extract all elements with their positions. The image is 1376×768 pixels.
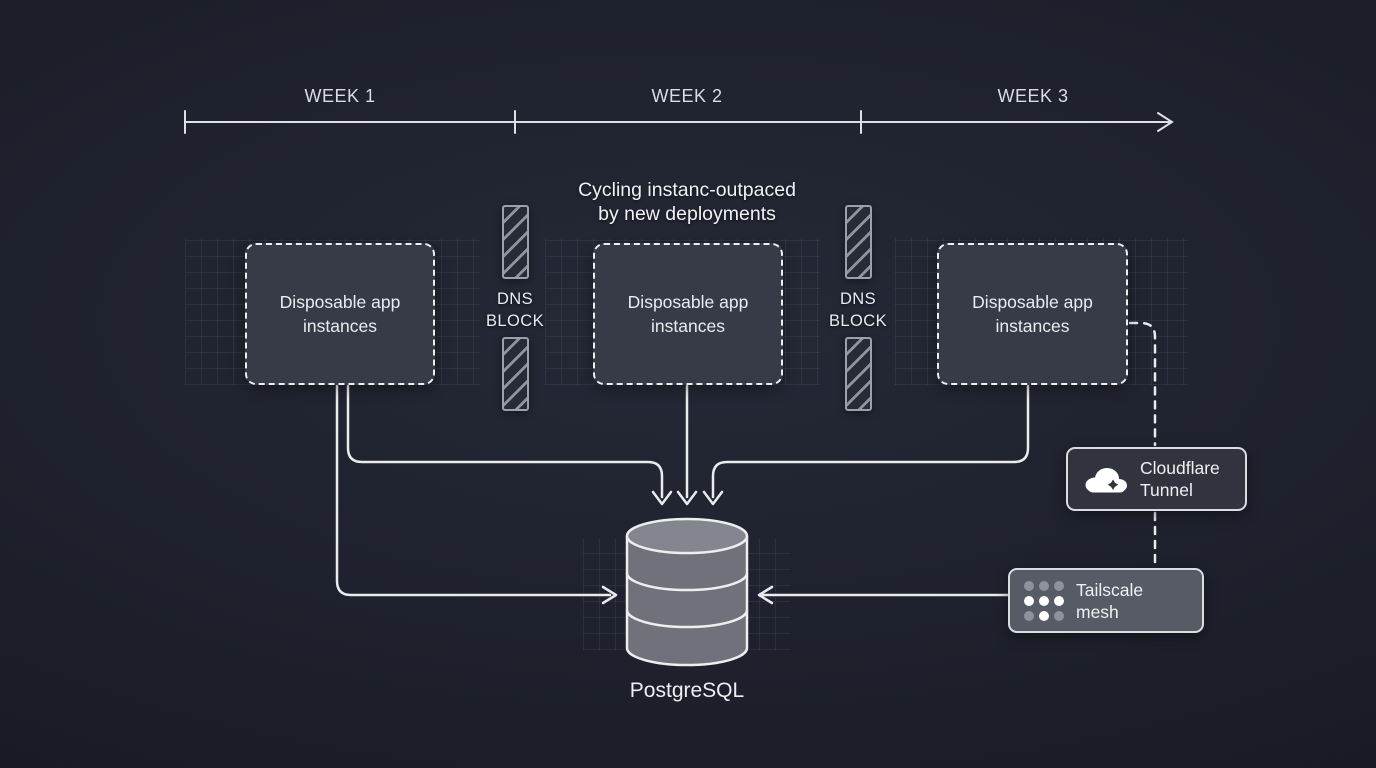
tailscale-mesh-label: Tailscale mesh <box>1076 579 1143 623</box>
app-instances-box-week3: Disposable app instances <box>937 243 1128 385</box>
cloudflare-tunnel-box: Cloudflare Tunnel <box>1066 447 1247 511</box>
cloudflare-tunnel-label: Cloudflare Tunnel <box>1140 457 1220 501</box>
timeline-arrowhead <box>1157 112 1174 132</box>
cloudflare-label-line2: Tunnel <box>1140 480 1193 500</box>
tailscale-label-line2: mesh <box>1076 601 1119 622</box>
arrowhead-db-top-2 <box>676 490 698 506</box>
connector-box3-to-cloudflare-dashed <box>1128 321 1157 447</box>
postgresql-cylinder <box>625 517 749 667</box>
app-instances-label: Disposable app instances <box>627 292 749 336</box>
app-instances-label: Disposable app instances <box>279 292 401 336</box>
cloudflare-cloud-icon <box>1085 468 1127 493</box>
arrowhead-db-left <box>601 585 618 605</box>
cylinder-band-2 <box>625 609 749 629</box>
app-instances-box-week1: Disposable app instances <box>245 243 435 385</box>
connector-box3-to-db-top <box>711 384 1030 499</box>
arrowhead-db-top-1 <box>651 490 673 506</box>
app-instances-box-week2: Disposable app instances <box>593 243 783 385</box>
arrowhead-db-right <box>757 585 774 605</box>
tailscale-mesh-box: Tailscale mesh <box>1008 568 1204 633</box>
tailscale-dots-icon <box>1024 580 1064 621</box>
cylinder-band-1 <box>625 572 749 592</box>
arrowhead-db-top-3 <box>702 490 724 506</box>
dns-block-bar-bottom-2 <box>845 337 872 411</box>
cylinder-top <box>625 517 749 555</box>
connector-box1-to-db-top <box>346 384 664 499</box>
dns-block-bar-top-1 <box>502 205 529 279</box>
connector-box1-to-db-left <box>335 384 612 597</box>
tailscale-label-line1: Tailscale <box>1076 579 1144 600</box>
app-instances-label: Disposable app instances <box>972 292 1093 336</box>
dns-block-bar-bottom-1 <box>502 337 529 411</box>
timeline-axis <box>184 110 1174 134</box>
dns-block-bar-top-2 <box>845 205 872 279</box>
cloudflare-label-line1: Cloudflare <box>1140 458 1220 478</box>
